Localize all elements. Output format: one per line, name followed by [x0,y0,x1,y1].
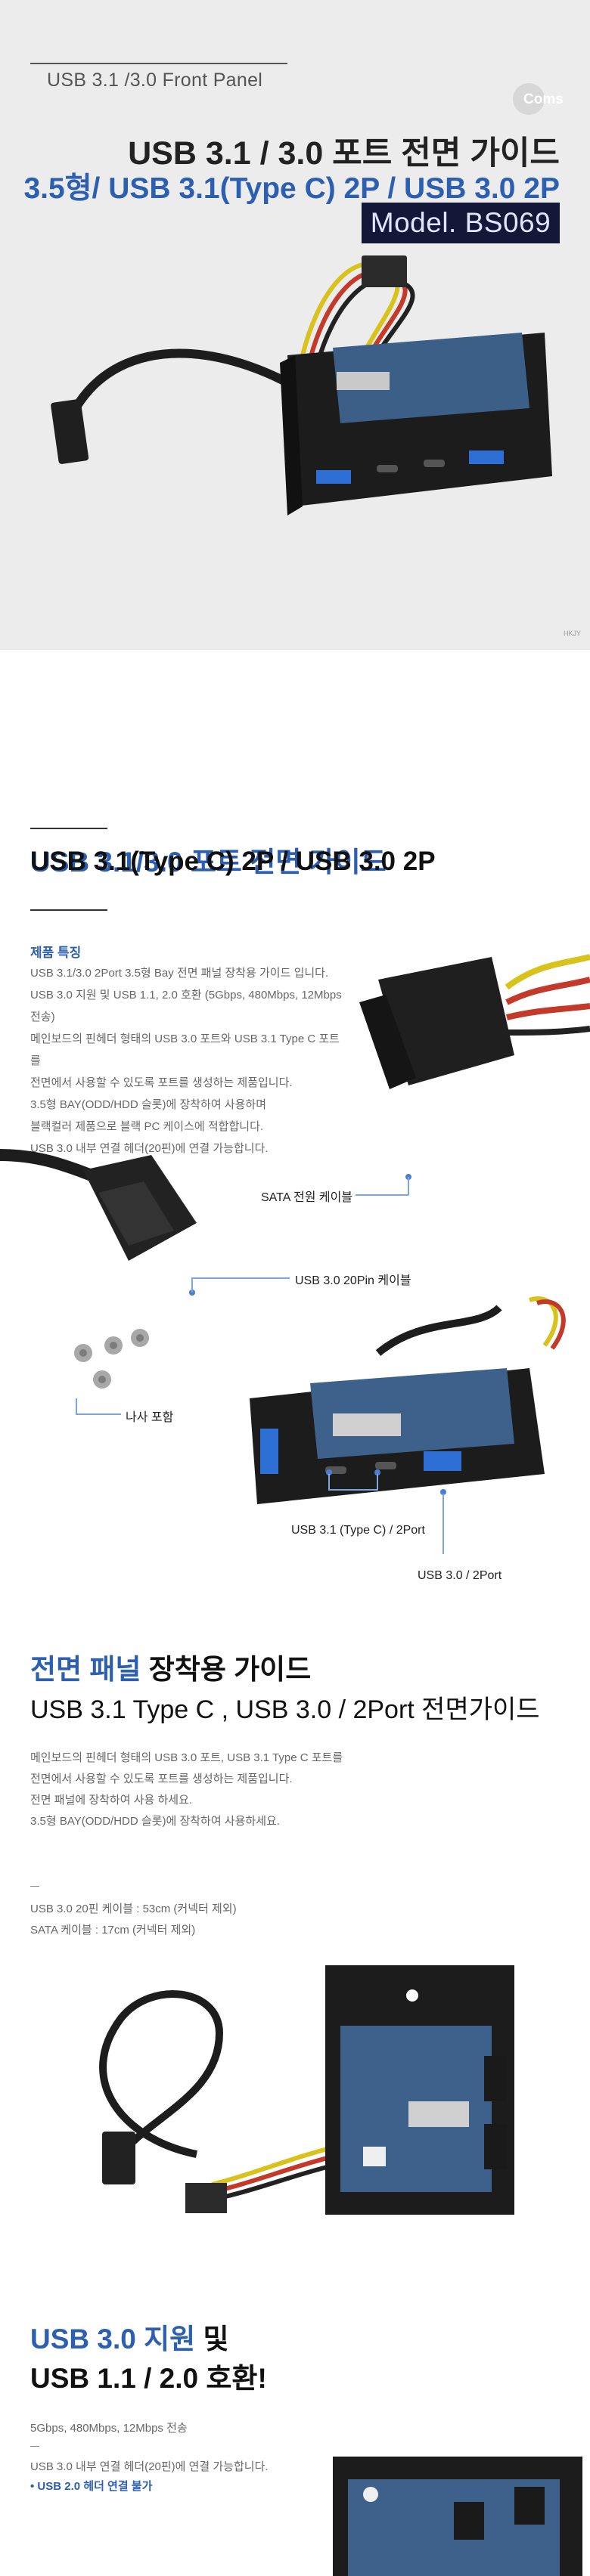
spec-cable-length: USB 3.0 20핀 케이블 : 53cm (커넥터 제외) [30,1903,237,1915]
section1-subtitle: USB 3.1(Type C) 2P / USB 3.0 2P [30,847,436,876]
typec-leader-1 [328,1474,330,1489]
section2-title: 전면 패널 장착용 가이드 [30,1654,312,1685]
typec-marker-2 [374,1469,380,1475]
feature-line: USB 3.0 내부 연결 헤더(20핀)에 연결 가능합니다. [30,1142,269,1155]
feature-line: 메인보드의 핀헤더 형태의 USB 3.0 포트와 USB 3.1 Type C… [30,1033,340,1067]
section1-title: USB 3.1/3.0 포트 전면 가이드 [30,847,387,878]
brand-logo: Coms [513,83,566,115]
hero-banner [0,0,590,650]
panel-closeup-image [333,2457,582,2576]
feature-line: 블랙컬러 제품으로 블랙 PC 케이스에 적합합니다. [30,1120,264,1133]
usb20pin-connector-image [0,1149,197,1261]
image-code: HKJY [563,630,581,637]
features-list: USB 3.1/3.0 2Port 3.5형 Bay 전면 패널 장착용 가이드… [30,962,348,1160]
description-line: 3.5형 BAY(ODD/HDD 슬롯)에 장착하여 사용하세요. [30,1815,280,1828]
section2-subtitle: USB 3.1 Type C , USB 3.0 / 2Port 전면가이드 [30,1695,540,1724]
typec-leader-h [328,1489,378,1491]
features-label: 제품 특징 [30,946,82,960]
description-line: 전면에서 사용할 수 있도록 포트를 생성하는 제품입니다. [30,1773,293,1785]
screws-leader-vertical [76,1398,77,1413]
screws-image [74,1329,149,1389]
description-line: 전면 패널에 장착하여 사용 하세요. [30,1794,193,1807]
usb20pin-leader [191,1277,290,1279]
section3-divider [30,2446,39,2447]
hero-product-image [51,255,552,516]
section3-subtitle: USB 1.1 / 2.0 호환! [30,2363,267,2394]
typec-callout: USB 3.1 (Type C) / 2Port [291,1524,425,1537]
feature-line: 전면에서 사용할 수 있도록 포트를 생성하는 제품입니다. [30,1076,293,1089]
sata-cable-image [359,954,590,1089]
screws-callout: 나사 포함 [126,1411,174,1424]
usb30-leader-vertical [442,1494,444,1554]
feature-line: 3.5형 BAY(ODD/HDD 슬롯)에 장착하여 사용하며 [30,1098,267,1111]
typec-leader-2 [377,1474,378,1489]
usb30-callout: USB 3.0 / 2Port [418,1569,502,1582]
feature-line: USB 3.1/3.0 2Port 3.5형 Bay 전면 패널 장착용 가이드… [30,967,329,980]
section2-description: 메인보드의 핀헤더 형태의 USB 3.0 포트, USB 3.1 Type C… [30,1748,408,1832]
sata-leader [356,1194,408,1196]
front-panel-image [250,1296,566,1504]
model-badge: Model. BS069 [362,203,560,243]
install-guide-image [99,1965,514,2215]
spec-divider [30,1886,39,1887]
hero-title: USB 3.1 / 3.0 포트 전면 가이드 [128,135,560,172]
usb20pin-leader-vertical [191,1277,193,1293]
usb20pin-callout: USB 3.0 20Pin 케이블 [295,1274,411,1287]
usb20-warning: • USB 2.0 헤더 연결 불가 [30,2480,153,2493]
sata-callout: SATA 전원 케이블 [261,1191,353,1204]
screws-leader [76,1413,121,1415]
typec-marker-1 [326,1469,332,1475]
hero-subtitle: 3.5형/ USB 3.1(Type C) 2P / USB 3.0 2P [23,172,560,205]
usb30-marker [440,1489,446,1495]
speed-text: 5Gbps, 480Mbps, 12Mbps 전송 [30,2422,188,2435]
usb20pin-marker [189,1290,195,1296]
section1-bottom-rule [30,909,107,911]
header-note: USB 3.0 내부 연결 헤더(20핀)에 연결 가능합니다. [30,2460,269,2473]
section3-title: USB 3.0 지원 및 [30,2324,229,2355]
hero-subheading: USB 3.1 /3.0 Front Panel [47,70,263,91]
description-line: 메인보드의 핀헤더 형태의 USB 3.0 포트, USB 3.1 Type C… [30,1751,343,1764]
feature-line: USB 3.0 지원 및 USB 1.1, 2.0 호환 (5Gbps, 480… [30,989,342,1023]
hero-divider [30,63,287,64]
spec-sata-length: SATA 케이블 : 17cm (커넥터 제외) [30,1924,196,1937]
sata-leader-vertical [408,1177,409,1195]
section1-top-rule [30,828,107,829]
